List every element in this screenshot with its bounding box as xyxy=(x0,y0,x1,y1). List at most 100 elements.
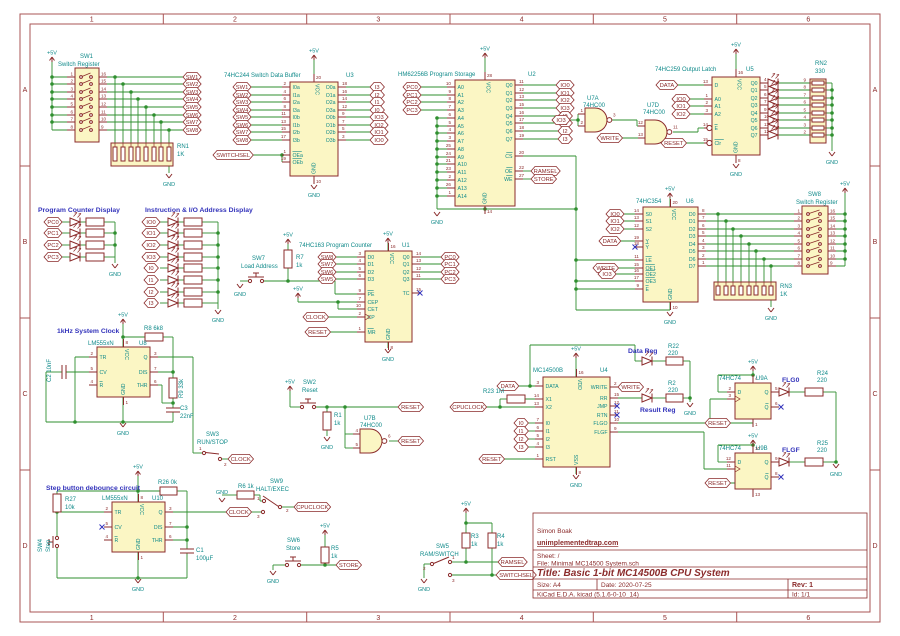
capacitor[interactable] xyxy=(180,548,194,554)
capacitor[interactable] xyxy=(166,407,180,413)
ic-U3[interactable]: 2I0a4I1a6I2a8I3a11I0b13I1b15I2b17I3b1OEa… xyxy=(281,74,348,184)
power-gnd[interactable]: GND xyxy=(234,283,246,298)
net-label-IO0[interactable]: IO0 xyxy=(141,217,161,227)
net-label-CLOCK[interactable]: CLOCK xyxy=(302,312,330,322)
resistor[interactable] xyxy=(52,493,62,513)
led[interactable] xyxy=(167,235,180,250)
net-label-DATA[interactable]: DATA xyxy=(496,381,520,391)
resistor[interactable] xyxy=(665,356,684,366)
power-gnd[interactable]: GND xyxy=(765,307,777,322)
net-label-IO2[interactable]: IO2 xyxy=(141,240,161,250)
power-gnd[interactable]: GND xyxy=(730,163,742,178)
net-label-I0[interactable]: I0 xyxy=(143,263,159,273)
resistor-pack-RN1[interactable] xyxy=(110,142,174,167)
net-label-RESET[interactable]: RESET xyxy=(660,138,688,148)
net-label-IO2[interactable]: IO2 xyxy=(671,109,691,119)
led[interactable] xyxy=(167,212,180,227)
net-label-SWITCHSEL[interactable]: SWITCHSEL xyxy=(212,150,254,160)
power-gnd[interactable]: GND xyxy=(212,309,224,324)
net-label-IO1[interactable]: IO1 xyxy=(141,228,161,238)
power-gnd[interactable]: GND xyxy=(109,263,121,278)
power-5v[interactable]: +5V xyxy=(118,313,128,325)
push-button[interactable] xyxy=(247,272,265,284)
net-label-CPUCLOCK[interactable]: CPUCLOCK xyxy=(449,402,488,412)
net-label-RESET[interactable]: RESET xyxy=(397,436,425,446)
led[interactable] xyxy=(767,110,780,125)
resistor[interactable] xyxy=(168,377,178,399)
net-label-CPUCLOCK[interactable]: CPUCLOCK xyxy=(293,502,332,512)
led[interactable] xyxy=(69,212,82,227)
net-label-IO3[interactable]: IO3 xyxy=(555,103,575,113)
power-5v[interactable]: +5V xyxy=(461,502,471,514)
net-label-PC0[interactable]: PC0 xyxy=(43,217,63,227)
push-button[interactable] xyxy=(284,556,302,568)
power-gnd[interactable]: GND xyxy=(570,474,582,489)
resistor[interactable] xyxy=(85,252,105,262)
power-5v[interactable]: +5V xyxy=(840,182,850,194)
power-5v[interactable]: +5V xyxy=(383,232,393,244)
power-5v[interactable]: +5V xyxy=(285,380,295,392)
power-gnd[interactable]: GND xyxy=(163,173,175,188)
power-gnd[interactable]: GND xyxy=(826,151,838,166)
resistor[interactable] xyxy=(85,217,105,227)
net-label-PC3[interactable]: PC3 xyxy=(402,105,422,115)
power-5v[interactable]: +5V xyxy=(665,187,675,199)
power-5v[interactable]: +5V xyxy=(293,287,303,299)
led[interactable] xyxy=(69,235,82,250)
resistor[interactable] xyxy=(183,217,203,227)
resistor-pack-RN3[interactable] xyxy=(713,281,777,301)
net-label-STORE[interactable]: STORE xyxy=(335,560,363,570)
net-label-SW8[interactable]: SW8 xyxy=(232,135,252,145)
net-label-RAMSEL[interactable]: RAMSEL xyxy=(497,557,528,567)
net-label-WRITE[interactable]: WRITE xyxy=(617,382,645,392)
net-label-I2[interactable]: I2 xyxy=(143,287,159,297)
net-label-STORE[interactable]: STORE xyxy=(530,174,558,184)
resistor[interactable] xyxy=(804,387,824,397)
resistor[interactable] xyxy=(85,228,105,238)
led[interactable] xyxy=(767,125,780,140)
ic-U2[interactable]: 10A09A18A27A36A45A54A63A725A824A921A1023… xyxy=(446,72,525,214)
power-5v[interactable]: +5V xyxy=(731,43,741,55)
resistor[interactable] xyxy=(183,228,203,238)
led[interactable] xyxy=(778,452,791,467)
net-label-IO2[interactable]: IO2 xyxy=(605,224,625,234)
push-button[interactable] xyxy=(48,535,60,549)
net-label-RESET[interactable]: RESET xyxy=(478,454,506,464)
led[interactable] xyxy=(69,223,82,238)
net-label-DATA[interactable]: DATA xyxy=(598,236,622,246)
net-label-I3[interactable]: I3 xyxy=(513,442,529,452)
resistor[interactable] xyxy=(183,298,203,308)
net-label-IO3[interactable]: IO3 xyxy=(551,115,571,125)
power-5v[interactable]: +5V xyxy=(480,47,490,59)
resistor[interactable] xyxy=(283,249,293,269)
led[interactable] xyxy=(167,247,180,262)
led[interactable] xyxy=(167,223,180,238)
power-gnd[interactable]: GND xyxy=(321,436,333,451)
resistor[interactable] xyxy=(183,240,203,250)
power-gnd[interactable]: GND xyxy=(664,311,676,326)
net-label-RESET[interactable]: RESET xyxy=(704,478,732,488)
net-label-CLOCK[interactable]: CLOCK xyxy=(227,454,255,464)
gate-U7A[interactable]: 123 xyxy=(578,107,616,133)
net-label-PC1[interactable]: PC1 xyxy=(43,228,63,238)
push-button[interactable] xyxy=(299,398,317,410)
resistor[interactable] xyxy=(85,240,105,250)
led[interactable] xyxy=(167,258,180,273)
resistor[interactable] xyxy=(159,486,178,496)
resistor[interactable] xyxy=(461,532,471,549)
power-gnd[interactable]: GND xyxy=(382,348,394,363)
led[interactable] xyxy=(167,282,180,297)
power-5v[interactable]: +5V xyxy=(283,233,293,245)
net-label-IO3[interactable]: IO3 xyxy=(597,269,617,279)
power-5v[interactable]: +5V xyxy=(748,360,758,372)
resistor[interactable] xyxy=(144,332,164,342)
led[interactable] xyxy=(641,388,654,403)
power-gnd[interactable]: GND xyxy=(830,463,842,478)
power-gnd[interactable]: GND xyxy=(117,422,129,437)
